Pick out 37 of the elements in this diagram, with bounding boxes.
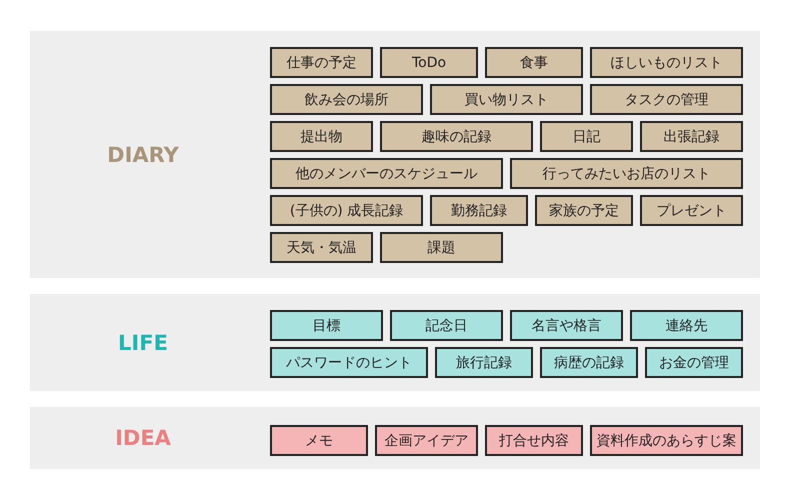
item-tag: 資料作成のあらすじ案 — [590, 425, 743, 456]
item-tag: ToDo — [380, 47, 478, 78]
category-heading: IDEA — [115, 426, 171, 450]
item-tag: 旅行記録 — [435, 347, 533, 378]
item-tag: 仕事の予定 — [270, 47, 373, 78]
item-tag: 記念日 — [390, 310, 503, 341]
item-tag: プレゼント — [640, 195, 743, 226]
item-tag: パスワードのヒント — [270, 347, 428, 378]
item-tag: メモ — [270, 425, 368, 456]
item-tag: お金の管理 — [645, 347, 743, 378]
item-tag: 家族の予定 — [535, 195, 633, 226]
category-heading: LIFE — [118, 330, 168, 354]
item-tag: 名言や格言 — [510, 310, 623, 341]
item-tag: (子供の) 成長記録 — [270, 195, 423, 226]
item-tag: 連絡先 — [630, 310, 743, 341]
item-tag: 食事 — [485, 47, 583, 78]
item-tag: 課題 — [380, 232, 503, 263]
item-tag: ほしいものリスト — [590, 47, 743, 78]
category-heading: DIARY — [107, 142, 179, 166]
item-tag: 企画アイデア — [375, 425, 478, 456]
item-tag: 他のメンバーのスケジュール — [270, 158, 503, 189]
item-tag: 出張記録 — [640, 121, 743, 152]
item-tag: 飲み会の場所 — [270, 84, 423, 115]
category-band — [30, 294, 760, 391]
item-tag: 勤務記録 — [430, 195, 528, 226]
category-band — [30, 407, 760, 469]
category-band — [30, 31, 760, 278]
item-tag: 日記 — [540, 121, 633, 152]
item-tag: タスクの管理 — [590, 84, 743, 115]
item-tag: 趣味の記録 — [380, 121, 533, 152]
item-tag: 提出物 — [270, 121, 373, 152]
item-tag: 目標 — [270, 310, 383, 341]
item-tag: 天気・気温 — [270, 232, 373, 263]
item-tag: 打合せ内容 — [485, 425, 583, 456]
item-tag: 病歴の記録 — [540, 347, 638, 378]
item-tag: 行ってみたいお店のリスト — [510, 158, 743, 189]
item-tag: 買い物リスト — [430, 84, 583, 115]
